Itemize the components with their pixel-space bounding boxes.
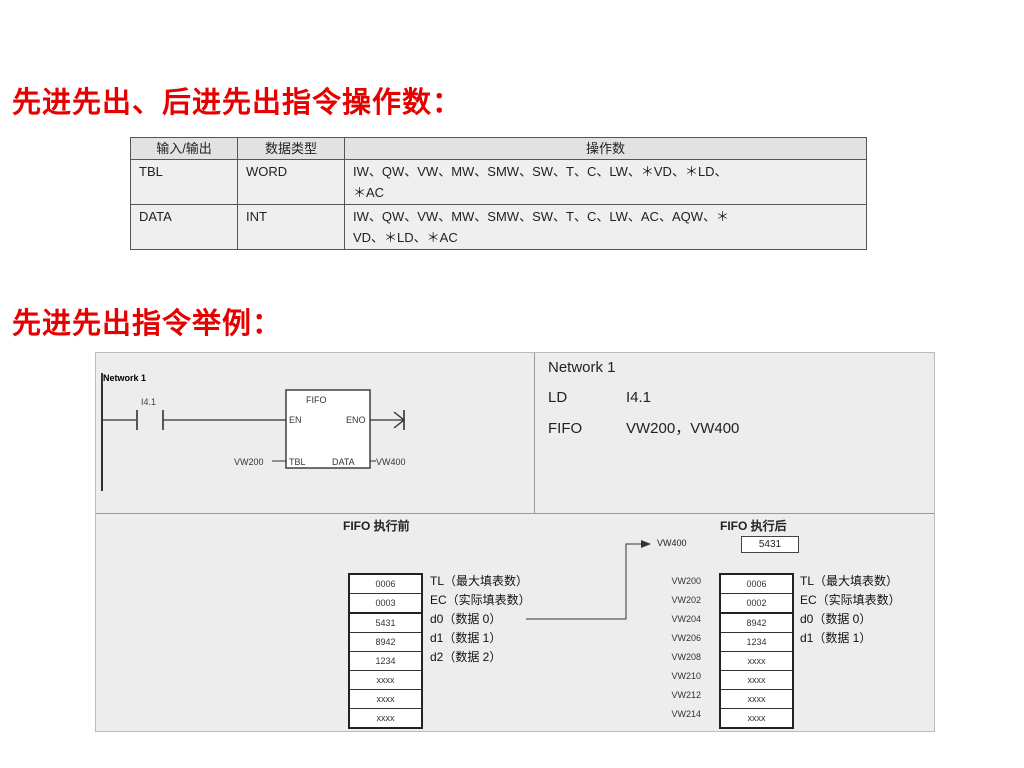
row-io: TBL: [130, 159, 238, 205]
row-io: DATA: [130, 204, 238, 250]
memory-cell: 1234: [721, 633, 792, 652]
fifo-box: [285, 389, 371, 469]
stl-network: Network 1: [548, 359, 616, 376]
stl-line: LD I4.1: [548, 389, 651, 406]
before-caption: FIFO 执行前: [343, 519, 410, 533]
memory-cell: 5431: [350, 614, 421, 633]
after-caption: FIFO 执行后: [720, 519, 787, 533]
row-operands: IW、QW、VW、MW、SMW、SW、T、C、LW、AC、AQW、＊ VD、＊LD…: [344, 204, 867, 250]
out-value-box: 5431: [741, 536, 799, 553]
operands-line: ＊AC: [353, 185, 385, 200]
cell-description: d0（数据 0）: [800, 612, 872, 626]
arrow-line: [526, 543, 641, 620]
memory-address: VW214: [671, 709, 701, 719]
memory-cell: 0002: [721, 594, 792, 614]
operand-table: 输入/输出 数据类型 操作数 TBL WORD IW、QW、VW、MW、SMW、…: [130, 137, 867, 250]
operands-line: IW、QW、VW、MW、SMW、SW、T、C、LW、AC、AQW、＊: [353, 209, 729, 224]
memory-cell: xxxx: [721, 690, 792, 709]
table-row: DATA INT IW、QW、VW、MW、SMW、SW、T、C、LW、AC、AQ…: [130, 204, 867, 250]
stl-arg: VW200，VW400: [626, 420, 740, 437]
cell-description: TL（最大填表数）: [800, 574, 899, 588]
memory-cell: 0003: [350, 594, 421, 614]
stl-line: FIFO VW200，VW400: [548, 417, 739, 438]
table-header-row: 输入/输出 数据类型 操作数: [130, 137, 867, 160]
memory-address: VW210: [671, 671, 701, 681]
fifo-box-name: FIFO: [306, 395, 327, 405]
header-operands: 操作数: [344, 137, 867, 160]
memory-address: VW208: [671, 652, 701, 662]
memory-cell: xxxx: [350, 671, 421, 690]
cell-description: EC（实际填表数）: [800, 593, 901, 607]
memory-cell: xxxx: [350, 690, 421, 709]
memory-address: VW200: [671, 576, 701, 586]
table-row: TBL WORD IW、QW、VW、MW、SMW、SW、T、C、LW、＊VD、＊…: [130, 159, 867, 205]
operands-title: 先进先出、后进先出指令操作数：: [12, 85, 463, 119]
cell-description: TL（最大填表数）: [430, 574, 529, 588]
memory-cell: 8942: [350, 633, 421, 652]
cell-description: d1（数据 1）: [800, 631, 872, 645]
memory-cell: xxxx: [721, 652, 792, 671]
cell-description: d1（数据 1）: [430, 631, 502, 645]
arrow-head-icon: [641, 540, 651, 548]
memory-address: VW204: [671, 614, 701, 624]
data-operand: VW400: [376, 457, 406, 467]
row-type: INT: [237, 204, 345, 250]
en-pin: EN: [289, 415, 302, 425]
fifo-example: Network 1 I4.1 FIFO EN ENO TBL DATA VW20…: [95, 352, 935, 732]
memory-cell: xxxx: [721, 671, 792, 690]
stl-op: LD: [548, 389, 568, 406]
divider: [96, 513, 934, 514]
stl-op: FIFO: [548, 420, 583, 437]
row-type: WORD: [237, 159, 345, 205]
memory-cell: xxxx: [376, 713, 395, 723]
operands-line: VD、＊LD、＊AC: [353, 230, 458, 245]
cell-description: EC（实际填表数）: [430, 593, 531, 607]
contact-label: I4.1: [141, 397, 156, 407]
cell-description: d2（数据 2）: [430, 650, 502, 664]
data-pin: DATA: [332, 457, 355, 467]
row-operands: IW、QW、VW、MW、SMW、SW、T、C、LW、＊VD、＊LD、 ＊AC: [344, 159, 867, 205]
cell-description: d0（数据 0）: [430, 612, 502, 626]
memory-address: VW206: [671, 633, 701, 643]
ladder-network-label: Network 1: [103, 373, 146, 383]
eno-pin: ENO: [346, 415, 366, 425]
ladder-diagram: Network 1 I4.1 FIFO EN ENO TBL DATA VW20…: [101, 373, 406, 491]
memory-cell: 0006: [350, 575, 421, 594]
memory-address: VW212: [671, 690, 701, 700]
tbl-pin: TBL: [289, 457, 306, 467]
header-type: 数据类型: [237, 137, 345, 160]
tbl-operand: VW200: [234, 457, 264, 467]
out-address: VW400: [657, 538, 687, 548]
memory-cell: 8942: [721, 614, 792, 633]
stl-arg: I4.1: [626, 389, 652, 406]
memory-cell: 0006: [721, 575, 792, 594]
memory-cell: 1234: [350, 652, 421, 671]
memory-cell: xxxx: [747, 713, 766, 723]
example-title: 先进先出指令举例：: [12, 306, 283, 340]
divider: [534, 353, 535, 513]
memory-address: VW202: [671, 595, 701, 605]
header-io: 输入/输出: [130, 137, 238, 160]
operands-line: IW、QW、VW、MW、SMW、SW、T、C、LW、＊VD、＊LD、: [353, 164, 728, 179]
